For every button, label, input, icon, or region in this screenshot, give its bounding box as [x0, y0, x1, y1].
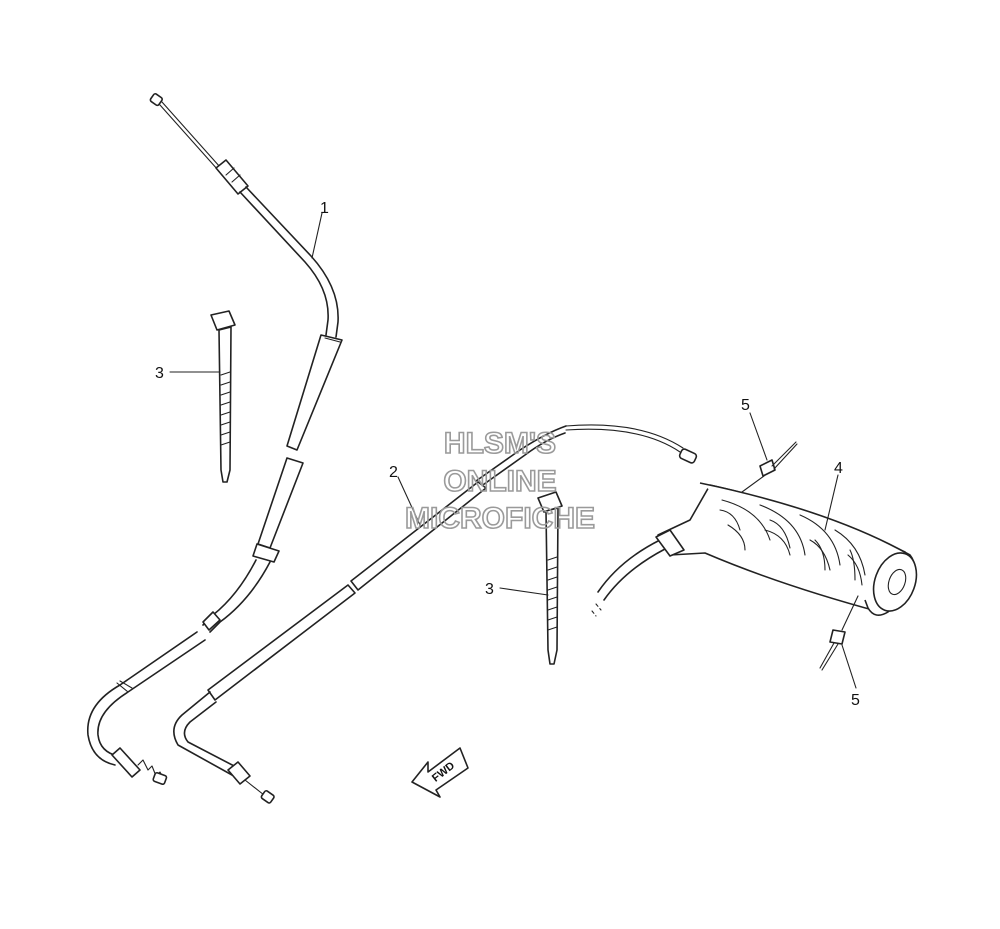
callout-1: 1 — [320, 200, 329, 217]
cable-tie-right[interactable] — [537, 491, 563, 665]
callout-4: 4 — [834, 460, 843, 477]
callout-2: 2 — [389, 464, 398, 481]
callout-3a: 3 — [155, 365, 164, 382]
watermark-line-1: HLSM'S — [444, 427, 556, 460]
callout-5b: 5 — [851, 692, 860, 709]
callout-3b: 3 — [485, 581, 494, 598]
rivet-bottom[interactable] — [819, 595, 859, 671]
watermark: HLSM'S ONLINE MICROFICHE — [404, 426, 596, 536]
cable-tie-left[interactable] — [210, 310, 236, 483]
rivet-top[interactable] — [741, 441, 798, 493]
watermark-line-3: MICROFICHE — [405, 502, 595, 535]
cable-2[interactable] — [173, 424, 698, 804]
fwd-arrow-icon: FWD — [411, 747, 469, 798]
grip-4[interactable] — [591, 482, 924, 617]
callout-5a: 5 — [741, 397, 750, 414]
cable-1[interactable] — [87, 93, 343, 785]
watermark-line-2: ONLINE — [443, 465, 556, 498]
